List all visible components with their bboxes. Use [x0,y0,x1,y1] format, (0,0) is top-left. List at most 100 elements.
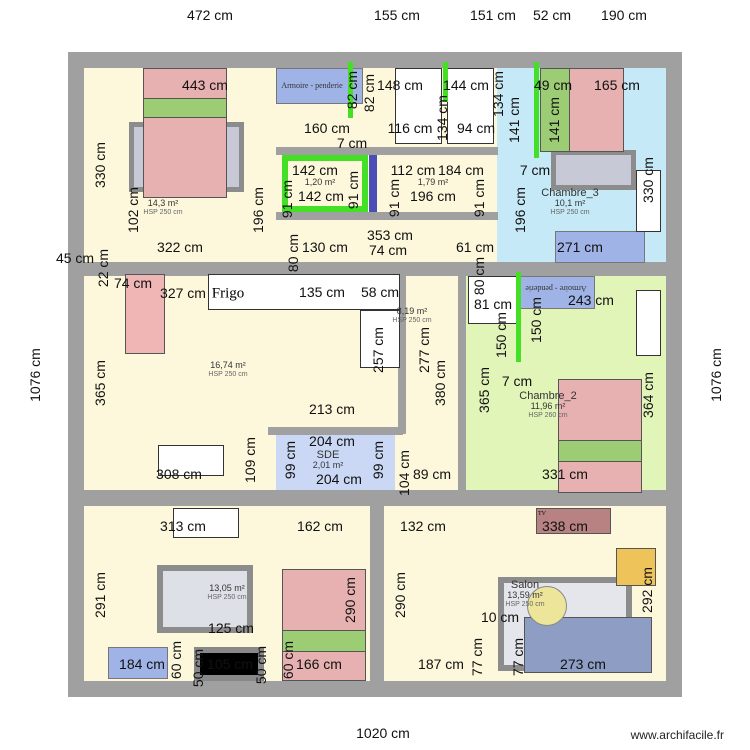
dimension-label: 82 cm [361,73,377,113]
room-name: SDE [316,449,340,462]
room-hsp: HSP 250 cm [392,317,432,325]
room-area: 8,19 m² [396,306,428,317]
dim-top-2: 155 cm [374,7,420,23]
partition-blue [369,155,377,212]
dimension-label: 204 cm [309,433,355,449]
kitchen-counter-side [360,310,400,368]
dimension-label: 60 cm [280,640,296,680]
wall-sde [268,427,403,435]
room-hsp: HSP 250 cm [550,209,590,217]
bed-3-pillows [540,68,570,152]
dimension-label: 50 cm [190,648,206,688]
desk-2 [636,290,661,356]
partition-4 [516,272,521,362]
dimension-label: 112 cm [390,162,436,178]
bed-4 [282,569,366,681]
tv-label: TV [538,511,546,517]
dimension-label: 10 cm [480,609,520,625]
dimension-label: 331 cm [542,466,588,482]
dimension-label: 99 cm [370,440,386,480]
dimension-label: 327 cm [160,285,206,301]
desk-3 [636,170,661,232]
dimension-label: 102 cm [125,187,141,233]
wall-horizontal-mid [68,262,682,276]
wc-2 [376,155,496,212]
room-area: 14,3 m² [147,198,179,209]
dim-bottom: 1020 cm [356,725,410,741]
bed-1-pillows [143,98,227,118]
room-sde [276,435,395,490]
dimension-label: 104 cm [396,450,412,496]
dimension-label: 74 cm [113,275,153,291]
rug-bedroom-4 [157,565,253,633]
room-area: 1,79 m² [417,177,449,188]
dimension-label: 165 cm [594,77,640,93]
dimension-label: 144 cm [443,77,489,93]
dimension-label: 116 cm [387,120,433,136]
room-name: Chambre_3 [541,187,599,200]
dimension-label: 91 cm [345,170,361,210]
dimension-label: 271 cm [557,239,603,255]
bed-1 [143,68,227,198]
wall-horizontal-low [68,490,682,506]
room-hsp: HSP 250 cm [143,209,183,217]
dimension-label: 91 cm [386,178,402,218]
wall-wc [276,147,498,155]
dimension-label: 7 cm [519,162,551,178]
dimension-label: 148 cm [377,77,423,93]
dimension-label: 49 cm [533,77,573,93]
wall-chambre2-left [458,266,466,490]
partition-1 [348,62,353,118]
sofa [524,617,652,673]
dimension-label: 7 cm [336,135,368,151]
dimension-label: 330 cm [640,157,656,203]
dimension-label: 60 cm [168,640,184,680]
wardrobe-label: Armoire - penderie [281,81,343,90]
dimension-label: 277 cm [416,327,432,373]
coffee-table [527,586,567,626]
dimension-label: 365 cm [92,360,108,406]
dimension-label: 132 cm [400,518,446,534]
dimension-label: 89 cm [412,466,452,482]
tv-unit [536,508,611,534]
dim-left: 1076 cm [27,348,43,402]
dimension-label: 105 cm [207,656,253,672]
dimension-label: 213 cm [309,401,355,417]
dimension-label: 162 cm [297,518,343,534]
dimension-label: 150 cm [528,297,544,343]
dimension-label: 109 cm [242,437,258,483]
dimension-label: 187 cm [418,656,464,672]
dimension-label: 91 cm [471,178,487,218]
dimension-label: 130 cm [302,239,348,255]
dimension-label: 380 cm [432,360,448,406]
shower-1 [395,68,442,144]
watermark: www.archifacile.fr [630,728,724,742]
dimension-label: 243 cm [568,292,614,308]
dimension-label: 45 cm [55,250,95,266]
fireplace [194,647,264,681]
dimension-label: 443 cm [182,77,228,93]
bed-2 [558,379,642,493]
desk-4 [173,508,239,538]
room-label: 1,20 m² [305,177,336,188]
dimension-label: 292 cm [639,567,655,613]
dimension-label: 308 cm [156,466,202,482]
dimension-label: 290 cm [342,577,358,623]
dimension-label: 291 cm [92,572,108,618]
wc-1 [282,155,368,212]
room-hsp: HSP 250 cm [207,594,247,602]
dimension-label: 273 cm [560,656,606,672]
room-area: 13,59 m² [507,590,543,601]
dim-top-4: 52 cm [532,7,572,23]
fridge-label: Frigo [211,285,245,302]
dimension-label: 365 cm [476,367,492,413]
partition-2 [443,62,448,102]
